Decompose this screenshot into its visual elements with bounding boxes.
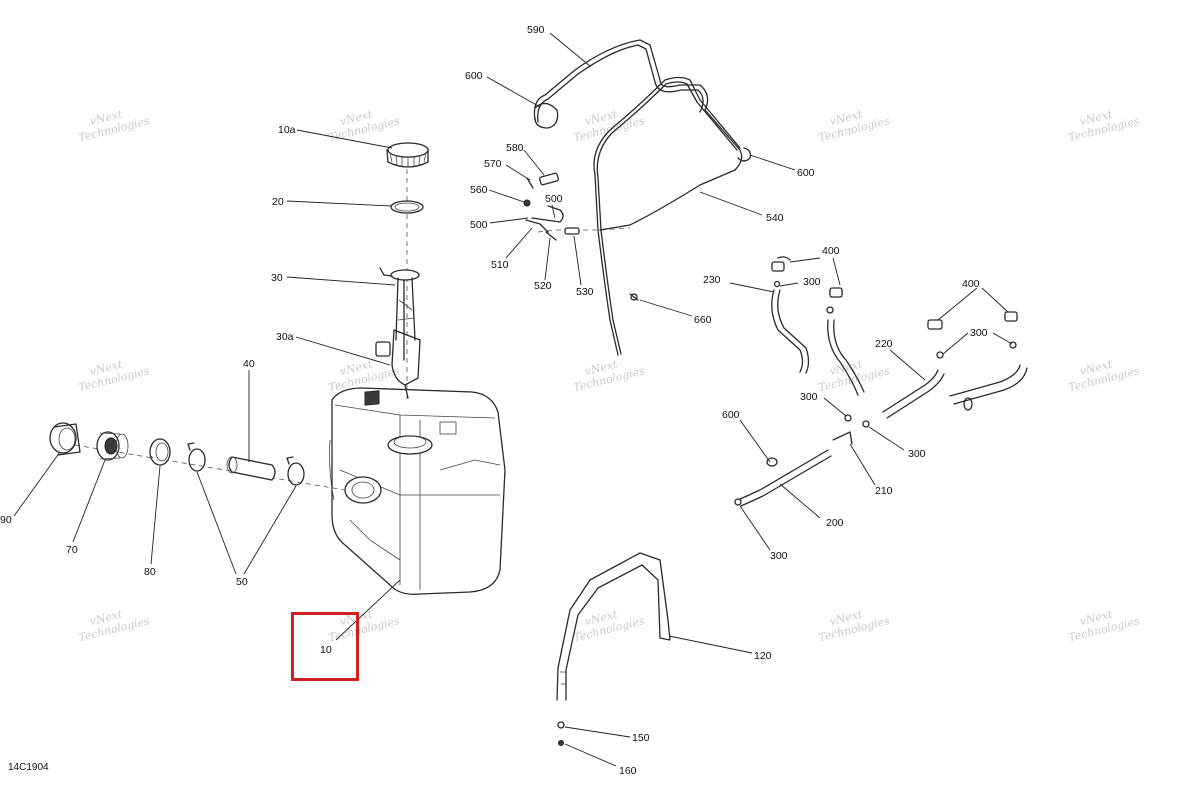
fuel-return-hose-part [734, 414, 870, 507]
assembly-axis [74, 444, 346, 491]
callout-30: 30 [271, 272, 283, 284]
highlight-box [291, 612, 359, 681]
callout-660: 660 [694, 314, 712, 326]
callout-570: 570 [484, 158, 502, 170]
callout-300: 300 [800, 391, 818, 403]
connector-part [629, 293, 639, 301]
clamp-ring-part [149, 438, 171, 466]
callout-20: 20 [272, 196, 284, 208]
gasket-part [390, 200, 424, 214]
vent-hose-part [533, 39, 743, 356]
callout-210: 210 [875, 485, 893, 497]
callout-400: 400 [822, 245, 840, 257]
callout-labels: 10 10a 20 30 30a 40 50 70 80 90 120 150 … [0, 24, 988, 777]
callout-300: 300 [970, 327, 988, 339]
hose-clamp-part [187, 442, 206, 472]
callout-10a: 10a [278, 124, 296, 136]
assembly-axis [537, 227, 631, 233]
callout-200: 200 [826, 517, 844, 529]
vent-loop-part [534, 102, 752, 162]
callout-580: 580 [506, 142, 524, 154]
callout-500: 500 [470, 219, 488, 231]
callout-300: 300 [908, 448, 926, 460]
callout-400: 400 [962, 278, 980, 290]
callout-540: 540 [766, 212, 784, 224]
filler-neck-ring-part [386, 142, 429, 168]
fuel-hose-part [771, 256, 865, 396]
callout-50: 50 [236, 576, 248, 588]
fuel-pump-module-part [375, 267, 421, 399]
filler-cap-part [49, 422, 81, 456]
fuel-hose-part [882, 311, 1028, 419]
callout-510: 510 [491, 259, 509, 271]
leader-lines [13, 32, 1013, 767]
check-valve-part [523, 172, 580, 241]
callout-90: 90 [0, 514, 12, 526]
callout-600: 600 [797, 167, 815, 179]
callout-40: 40 [243, 358, 255, 370]
callout-120: 120 [754, 650, 772, 662]
callout-160: 160 [619, 765, 637, 777]
callout-500: 500 [545, 193, 563, 205]
callout-150: 150 [632, 732, 650, 744]
tank-strap-part [556, 552, 671, 746]
callout-300: 300 [803, 276, 821, 288]
callout-300: 300 [770, 550, 788, 562]
callout-520: 520 [534, 280, 552, 292]
callout-10: 10 [320, 644, 332, 656]
hose-clamp-part [286, 456, 305, 486]
fuel-tank-part [329, 387, 506, 595]
filler-neck-part [96, 431, 129, 461]
callout-80: 80 [144, 566, 156, 578]
callout-590: 590 [527, 24, 545, 36]
filler-hose-part [226, 456, 276, 481]
callout-230: 230 [703, 274, 721, 286]
callout-600: 600 [722, 409, 740, 421]
callout-70: 70 [66, 544, 78, 556]
callout-530: 530 [576, 286, 594, 298]
callout-220: 220 [875, 338, 893, 350]
callout-560: 560 [470, 184, 488, 196]
diagram-reference-code: 14C1904 [8, 762, 49, 773]
callout-30a: 30a [276, 331, 294, 343]
callout-600: 600 [465, 70, 483, 82]
